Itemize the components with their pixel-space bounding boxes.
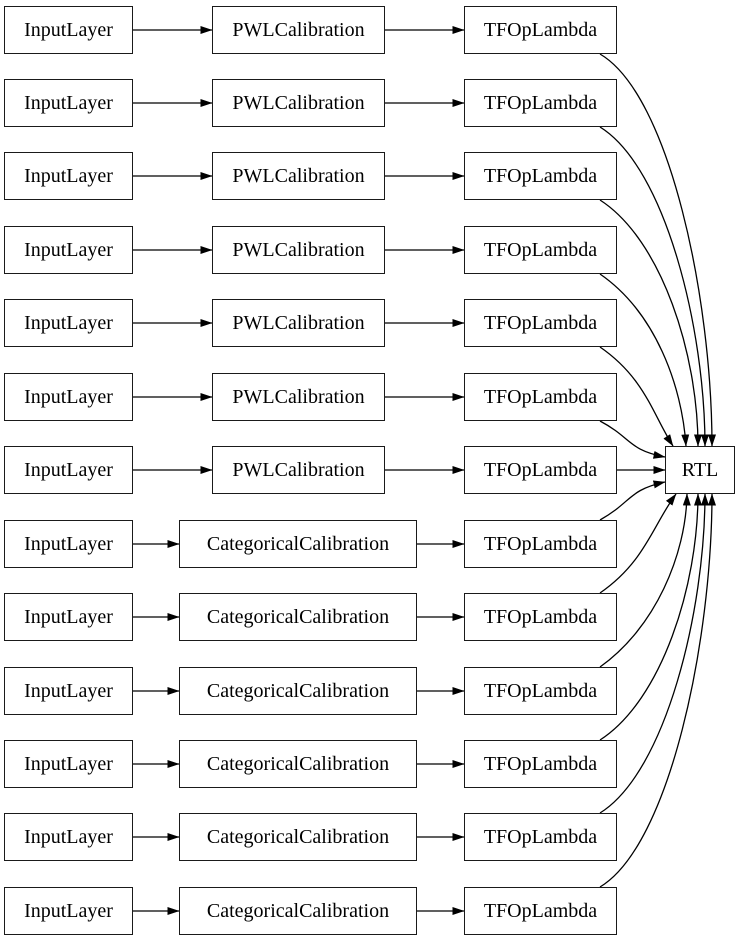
node-label: InputLayer	[24, 605, 113, 628]
node-tfoplambda: TFOpLambda	[464, 813, 617, 861]
node-label: TFOpLambda	[483, 164, 598, 187]
node-categoricalcalibration: CategoricalCalibration	[179, 813, 417, 861]
edge-arrow	[599, 493, 709, 814]
node-tfoplambda: TFOpLambda	[464, 152, 617, 200]
edge-arrow	[599, 480, 666, 521]
node-label: CategoricalCalibration	[206, 752, 390, 775]
edge-arrow	[599, 346, 674, 447]
node-label: TFOpLambda	[483, 91, 598, 114]
node-tfoplambda: TFOpLambda	[464, 6, 617, 54]
node-pwlcalibration: PWLCalibration	[212, 299, 385, 347]
node-label: TFOpLambda	[483, 605, 598, 628]
node-pwlcalibration: PWLCalibration	[212, 6, 385, 54]
edge-arrow	[599, 420, 666, 459]
node-label: PWLCalibration	[232, 164, 365, 187]
node-inputlayer: InputLayer	[4, 6, 133, 54]
edge-arrow	[599, 493, 677, 594]
node-label: InputLayer	[24, 91, 113, 114]
node-inputlayer: InputLayer	[4, 520, 133, 568]
node-inputlayer: InputLayer	[4, 887, 133, 935]
node-label: InputLayer	[24, 238, 113, 261]
node-categoricalcalibration: CategoricalCalibration	[179, 740, 417, 788]
node-label: TFOpLambda	[483, 532, 598, 555]
node-inputlayer: InputLayer	[4, 740, 133, 788]
node-pwlcalibration: PWLCalibration	[212, 226, 385, 274]
node-categoricalcalibration: CategoricalCalibration	[179, 887, 417, 935]
node-label: InputLayer	[24, 825, 113, 848]
node-categoricalcalibration: CategoricalCalibration	[179, 520, 417, 568]
node-label: TFOpLambda	[483, 385, 598, 408]
node-label: TFOpLambda	[483, 899, 598, 922]
node-label: CategoricalCalibration	[206, 825, 390, 848]
node-tfoplambda: TFOpLambda	[464, 740, 617, 788]
node-rtl: RTL	[665, 446, 735, 494]
node-label: CategoricalCalibration	[206, 605, 390, 628]
node-pwlcalibration: PWLCalibration	[212, 373, 385, 421]
node-inputlayer: InputLayer	[4, 299, 133, 347]
node-label: InputLayer	[24, 752, 113, 775]
node-inputlayer: InputLayer	[4, 79, 133, 127]
node-label: CategoricalCalibration	[206, 532, 390, 555]
node-tfoplambda: TFOpLambda	[464, 373, 617, 421]
node-label: TFOpLambda	[483, 458, 598, 481]
node-tfoplambda: TFOpLambda	[464, 446, 617, 494]
node-inputlayer: InputLayer	[4, 152, 133, 200]
node-label: TFOpLambda	[483, 679, 598, 702]
node-label: TFOpLambda	[483, 311, 598, 334]
node-label: PWLCalibration	[232, 385, 365, 408]
node-label: InputLayer	[24, 679, 113, 702]
node-pwlcalibration: PWLCalibration	[212, 79, 385, 127]
node-inputlayer: InputLayer	[4, 667, 133, 715]
edge-arrow	[599, 273, 690, 447]
node-tfoplambda: TFOpLambda	[464, 299, 617, 347]
node-label: TFOpLambda	[483, 752, 598, 775]
node-label: InputLayer	[24, 311, 113, 334]
node-categoricalcalibration: CategoricalCalibration	[179, 593, 417, 641]
node-pwlcalibration: PWLCalibration	[212, 152, 385, 200]
node-label: PWLCalibration	[232, 238, 365, 261]
node-label: TFOpLambda	[483, 238, 598, 261]
node-label: InputLayer	[24, 18, 113, 41]
node-label: TFOpLambda	[483, 825, 598, 848]
node-inputlayer: InputLayer	[4, 226, 133, 274]
node-label: CategoricalCalibration	[206, 679, 390, 702]
node-label: PWLCalibration	[232, 311, 365, 334]
node-label: CategoricalCalibration	[206, 899, 390, 922]
node-tfoplambda: TFOpLambda	[464, 667, 617, 715]
node-inputlayer: InputLayer	[4, 813, 133, 861]
node-label: InputLayer	[24, 458, 113, 481]
node-label: PWLCalibration	[232, 91, 365, 114]
node-inputlayer: InputLayer	[4, 373, 133, 421]
node-tfoplambda: TFOpLambda	[464, 79, 617, 127]
node-label: InputLayer	[24, 385, 113, 408]
node-tfoplambda: TFOpLambda	[464, 887, 617, 935]
node-inputlayer: InputLayer	[4, 593, 133, 641]
node-tfoplambda: TFOpLambda	[464, 593, 617, 641]
edge-arrow	[599, 493, 716, 888]
edge-arrow	[599, 126, 709, 447]
node-inputlayer: InputLayer	[4, 446, 133, 494]
node-tfoplambda: TFOpLambda	[464, 226, 617, 274]
node-label: PWLCalibration	[232, 18, 365, 41]
node-pwlcalibration: PWLCalibration	[212, 446, 385, 494]
edge-arrow	[599, 493, 702, 741]
edge-arrow	[599, 493, 691, 668]
node-label: TFOpLambda	[483, 18, 598, 41]
node-tfoplambda: TFOpLambda	[464, 520, 617, 568]
node-label: RTL	[681, 458, 719, 481]
node-label: PWLCalibration	[232, 458, 365, 481]
edge-arrow	[599, 53, 716, 447]
edge-arrow	[599, 199, 702, 447]
node-categoricalcalibration: CategoricalCalibration	[179, 667, 417, 715]
node-label: InputLayer	[24, 532, 113, 555]
node-label: InputLayer	[24, 899, 113, 922]
node-label: InputLayer	[24, 164, 113, 187]
